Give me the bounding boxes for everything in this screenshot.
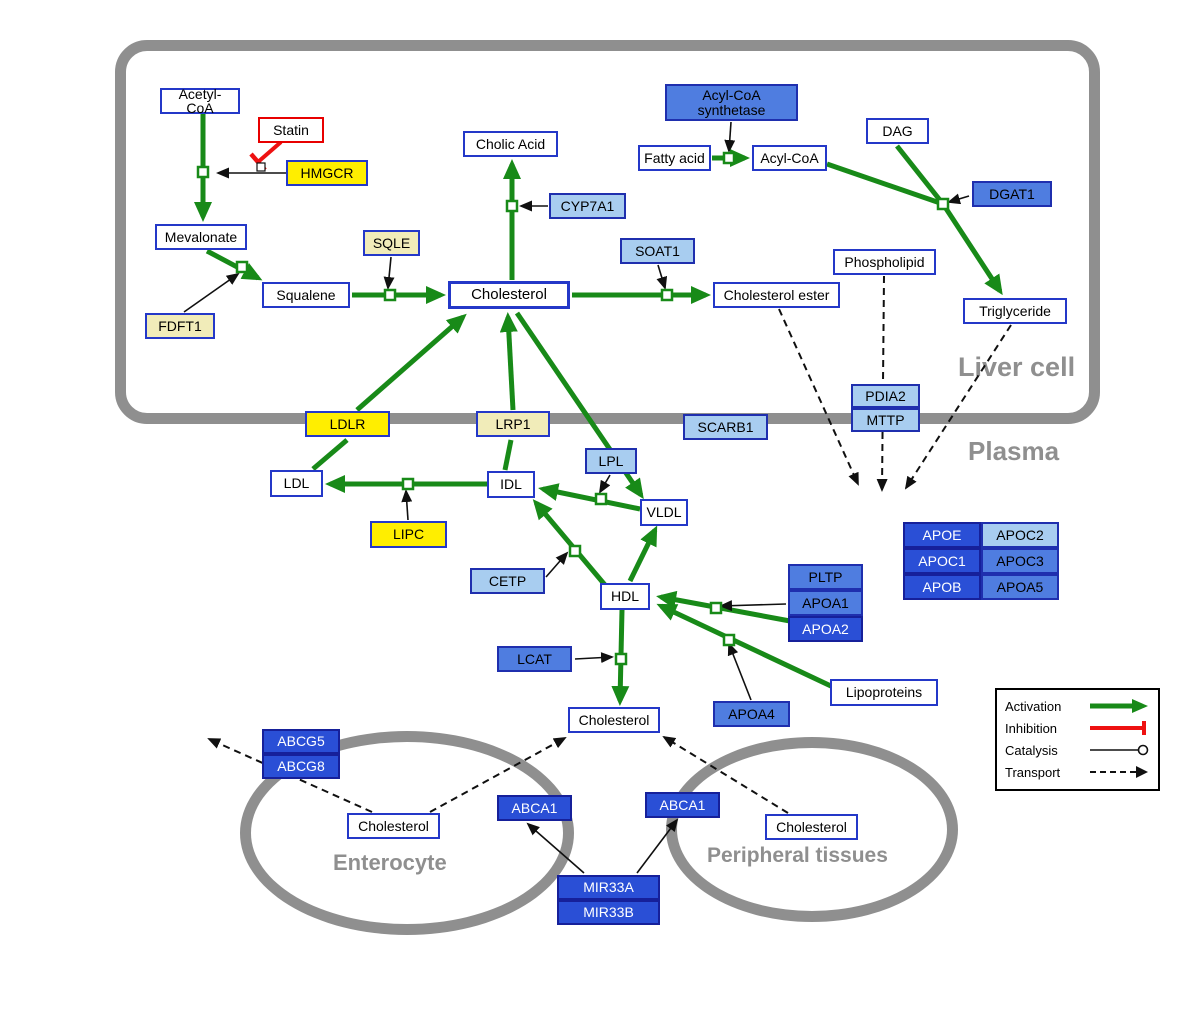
node-mir33a[interactable]: MIR33A [557,875,660,900]
node-abca1-enterocyte[interactable]: ABCA1 [497,795,572,821]
inhibition-edge [249,140,283,172]
node-fatty-acid[interactable]: Fatty acid [638,145,711,171]
catalysis-node-hmgcr [256,162,266,172]
liver-cell-compartment [115,40,1100,424]
plasma-label: Plasma [968,436,1060,466]
node-sqle[interactable]: SQLE [363,230,420,256]
enterocyte-label: Enterocyte [333,850,447,875]
node-apoc2[interactable]: APOC2 [981,522,1059,548]
node-apoa2[interactable]: APOA2 [788,616,863,642]
catalysis-edges [183,121,970,874]
node-lcat[interactable]: LCAT [497,646,572,672]
node-idl[interactable]: IDL [487,471,535,498]
legend-inhibition: Inhibition [1005,717,1150,739]
legend-activation-label: Activation [1005,698,1062,714]
node-cholesterol-plasma[interactable]: Cholesterol [568,707,660,733]
activation-arrow-icon [1090,699,1148,713]
node-mttp[interactable]: MTTP [851,408,920,432]
legend-inhibition-label: Inhibition [1005,720,1058,736]
node-fdft1[interactable]: FDFT1 [145,313,215,339]
node-ldlr[interactable]: LDLR [305,411,390,437]
legend-transport: Transport [1005,761,1150,783]
legend-activation: Activation [1005,695,1150,717]
node-lipoproteins[interactable]: Lipoproteins [830,679,938,706]
legend-catalysis-label: Catalysis [1005,742,1058,758]
node-cholesterol-liver[interactable]: Cholesterol [448,281,570,309]
node-cholesterol-peripheral[interactable]: Cholesterol [765,814,858,840]
node-pdia2[interactable]: PDIA2 [851,384,920,408]
reaction-nodes [196,151,950,666]
node-apoa5[interactable]: APOA5 [981,574,1059,600]
peripheral-tissues-label: Peripheral tissues [707,844,888,867]
node-lrp1[interactable]: LRP1 [476,411,550,437]
node-acetyl-coa[interactable]: Acetyl-CoA [160,87,240,115]
node-apoc3[interactable]: APOC3 [981,548,1059,574]
node-vldl[interactable]: VLDL [640,499,688,526]
node-pltp[interactable]: PLTP [788,564,863,590]
node-acyl-coa-synthetase[interactable]: Acyl-CoA synthetase [665,84,798,121]
node-apoe[interactable]: APOE [903,522,981,548]
node-ldl[interactable]: LDL [270,470,323,497]
enterocyte-compartment [240,731,574,935]
transport-arrow-icon [1090,766,1148,778]
node-dgat1[interactable]: DGAT1 [972,181,1052,207]
node-soat1[interactable]: SOAT1 [620,238,695,264]
node-apob[interactable]: APOB [903,574,981,600]
node-acyl-coa[interactable]: Acyl-CoA [752,145,827,171]
node-apoa4[interactable]: APOA4 [713,701,790,727]
node-triglyceride[interactable]: Triglyceride [963,298,1067,324]
node-phospholipid[interactable]: Phospholipid [833,249,936,275]
node-cholesterol-enterocyte[interactable]: Cholesterol [347,813,440,839]
node-apoc1[interactable]: APOC1 [903,548,981,574]
legend-transport-label: Transport [1005,764,1061,780]
legend: Activation Inhibition Catalysis Transpor… [995,688,1160,791]
node-mir33b[interactable]: MIR33B [557,900,660,925]
node-abcg8[interactable]: ABCG8 [262,754,340,779]
node-abca1-peripheral[interactable]: ABCA1 [645,792,720,818]
inhibition-tee-icon [1090,721,1146,735]
node-scarb1[interactable]: SCARB1 [683,414,768,440]
node-lipc[interactable]: LIPC [370,521,447,548]
node-dag[interactable]: DAG [866,118,929,144]
node-mevalonate[interactable]: Mevalonate [155,224,247,250]
node-hmgcr[interactable]: HMGCR [286,160,368,186]
node-hdl[interactable]: HDL [600,583,650,610]
node-cyp7a1[interactable]: CYP7A1 [549,193,626,219]
node-statin[interactable]: Statin [258,117,324,143]
node-cholic-acid[interactable]: Cholic Acid [463,131,558,157]
node-apoa1[interactable]: APOA1 [788,590,863,616]
node-cholesterol-ester[interactable]: Cholesterol ester [713,282,840,308]
node-abcg5[interactable]: ABCG5 [262,729,340,754]
node-squalene[interactable]: Squalene [262,282,350,308]
legend-catalysis: Catalysis [1005,739,1150,761]
catalysis-circle-icon [1090,744,1149,756]
node-cetp[interactable]: CETP [470,568,545,594]
node-lpl[interactable]: LPL [585,448,637,474]
